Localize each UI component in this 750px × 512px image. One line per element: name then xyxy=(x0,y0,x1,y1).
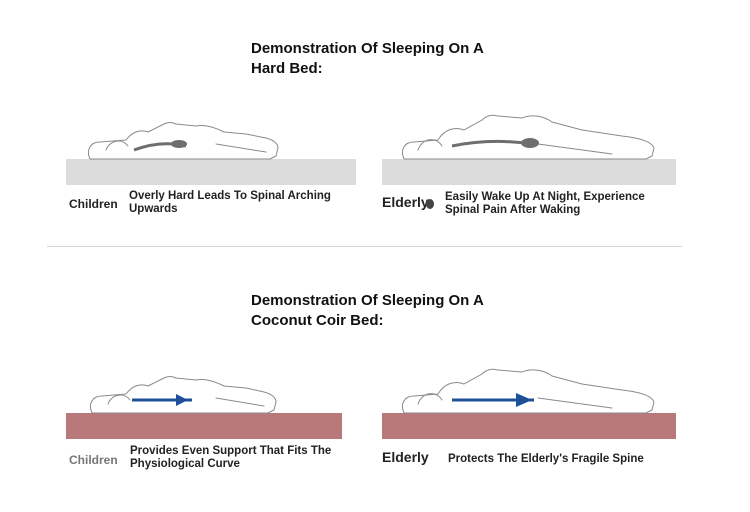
hard-elderly-label: Elderly xyxy=(382,194,429,210)
hard-elderly-spine xyxy=(451,139,533,148)
hard-mattress-elderly xyxy=(382,159,676,185)
coir-elderly-label: Elderly xyxy=(382,449,429,465)
hard-elderly-description: Easily Wake Up At Night, Experience Spin… xyxy=(445,191,645,216)
elderly-arm-outline xyxy=(537,143,613,155)
hand-pain-icon xyxy=(426,199,434,209)
coir-child-pelvis xyxy=(176,394,188,406)
elderly-body-outline xyxy=(401,114,655,160)
coir-elderly-description: Protects The Elderly's Fragile Spine xyxy=(448,453,644,465)
elderly-head-outline xyxy=(417,139,443,151)
hard-child-pelvis xyxy=(171,140,187,148)
coir-bed-children-illustration xyxy=(66,376,342,439)
coir-child-head-outline xyxy=(107,394,131,405)
coir-mattress xyxy=(66,413,342,439)
hard-children-description: Overly Hard Leads To Spinal Arching Upwa… xyxy=(129,190,331,215)
coir-bed-elderly-illustration xyxy=(382,368,676,439)
section-divider xyxy=(47,246,682,247)
hard-bed-title: Demonstration Of Sleeping On A Hard Bed: xyxy=(251,40,484,77)
hard-bed-elderly-illustration xyxy=(382,114,676,185)
coir-child-body-outline xyxy=(89,376,277,414)
coir-children-label: Children xyxy=(69,453,118,467)
coir-elderly-body-outline xyxy=(401,368,655,414)
hard-elderly-pelvis xyxy=(521,138,539,148)
coir-elderly-arm-outline xyxy=(537,397,613,409)
coir-bed-title: Demonstration Of Sleeping On A Coconut C… xyxy=(251,292,484,329)
child-arm-outline xyxy=(215,143,267,153)
hard-mattress xyxy=(66,159,356,185)
coir-child-arm-outline xyxy=(215,397,265,407)
hard-children-label: Children xyxy=(69,197,118,211)
coir-children-description: Provides Even Support That Fits The Phys… xyxy=(130,445,332,470)
coir-elderly-head-outline xyxy=(417,393,443,405)
hard-bed-children-illustration xyxy=(66,122,356,185)
coir-elderly-pelvis xyxy=(516,393,532,407)
coir-mattress-elderly xyxy=(382,413,676,439)
child-head-outline xyxy=(105,140,129,151)
child-body-outline xyxy=(87,122,279,160)
